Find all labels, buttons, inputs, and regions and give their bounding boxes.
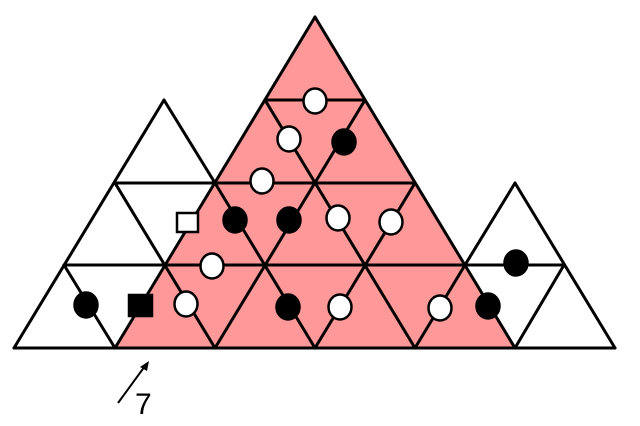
filled-circle-marker bbox=[503, 249, 529, 277]
open-square-marker bbox=[175, 211, 200, 234]
open-circle-marker bbox=[199, 252, 225, 280]
filled-circle-marker bbox=[276, 206, 302, 234]
open-circle-marker bbox=[276, 125, 302, 153]
grid-line bbox=[113, 181, 217, 350]
open-circle-marker bbox=[325, 204, 351, 232]
grid-line bbox=[162, 98, 217, 185]
open-circle-marker bbox=[427, 294, 453, 322]
filled-circle-marker bbox=[222, 206, 248, 234]
grid-line bbox=[12, 98, 166, 350]
open-circle-marker bbox=[173, 290, 199, 318]
markers bbox=[73, 87, 529, 322]
open-circle-marker bbox=[302, 87, 328, 115]
filled-circle-marker bbox=[73, 291, 99, 319]
pointer-arrow bbox=[117, 361, 149, 404]
open-circle-marker bbox=[249, 167, 275, 195]
grid-line bbox=[463, 181, 517, 267]
grid-line bbox=[313, 181, 417, 350]
open-circle-marker bbox=[378, 208, 404, 236]
filled-circle-marker bbox=[275, 293, 301, 321]
filled-circle-marker bbox=[475, 292, 501, 320]
open-circle-marker bbox=[327, 293, 353, 321]
filled-square-marker bbox=[127, 293, 154, 318]
grid-line bbox=[513, 263, 566, 350]
filled-circle-marker bbox=[331, 128, 357, 156]
label-7: 7 bbox=[135, 388, 152, 421]
